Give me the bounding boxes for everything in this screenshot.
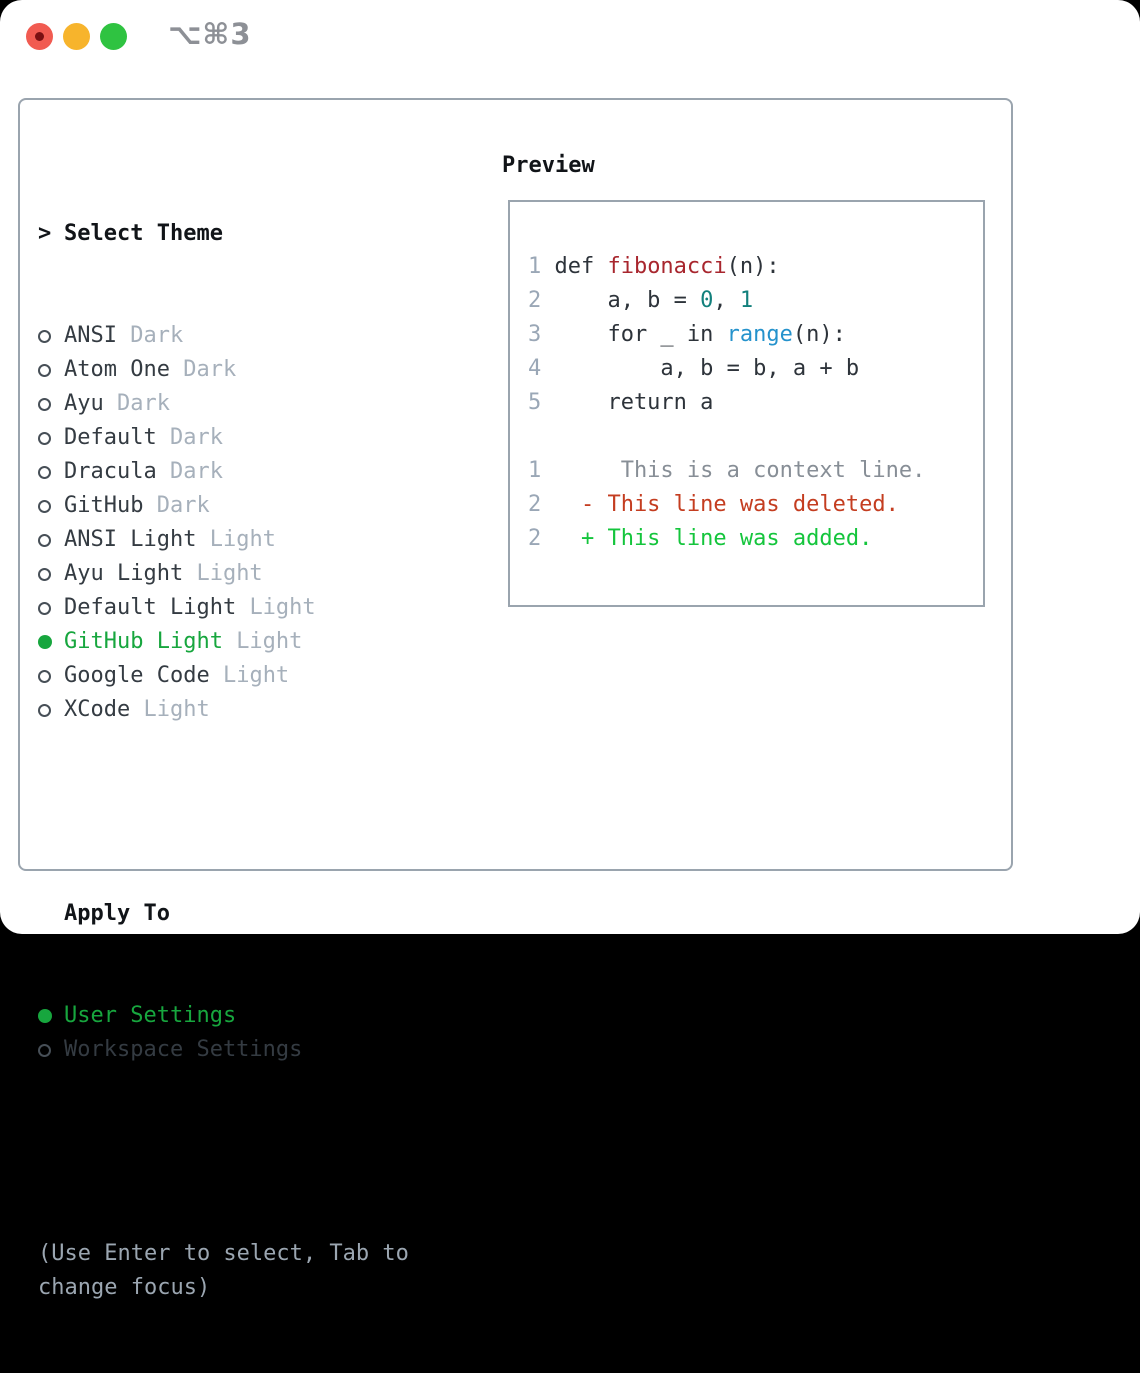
preview-line: 4 a, b = b, a + b <box>528 352 983 386</box>
theme-option-2[interactable]: Ayu Dark <box>38 387 468 421</box>
preview-line: 3 for _ in range(n): <box>528 318 983 352</box>
blank-line <box>528 420 983 454</box>
option-name: Ayu Light <box>64 557 196 591</box>
selection-cursor: > <box>38 217 64 251</box>
theme-options-list: ANSI Dark Atom One Dark Ayu Dark Default… <box>38 319 468 727</box>
option-name: GitHub Light <box>64 625 236 659</box>
theme-option-4[interactable]: Dracula Dark <box>38 455 468 489</box>
radio-icon <box>38 670 51 683</box>
close-button-icon[interactable] <box>26 23 53 50</box>
preview-line: 1 This is a context line. <box>528 454 983 488</box>
main-panel: > Select Theme ANSI Dark Atom One Dark A… <box>18 98 1013 871</box>
spacer <box>38 795 468 829</box>
radio-icon <box>38 635 52 649</box>
option-variant: Light <box>210 523 276 557</box>
option-name: XCode <box>64 693 143 727</box>
minimize-button-icon[interactable] <box>63 23 90 50</box>
option-name: Google Code <box>64 659 223 693</box>
line-number: 1 <box>528 454 541 488</box>
radio-icon <box>38 398 51 411</box>
option-variant: Dark <box>183 353 236 387</box>
apply-to-header: Apply To <box>38 897 468 931</box>
radio-icon <box>38 500 51 513</box>
theme-option-8[interactable]: Default Light Light <box>38 591 468 625</box>
apply-option-1[interactable]: Workspace Settings <box>38 1033 468 1067</box>
theme-option-11[interactable]: XCode Light <box>38 693 468 727</box>
theme-option-10[interactable]: Google Code Light <box>38 659 468 693</box>
option-variant: Light <box>236 625 302 659</box>
zoom-button-icon[interactable] <box>100 23 127 50</box>
radio-icon <box>38 364 51 377</box>
option-name: GitHub <box>64 489 157 523</box>
radio-icon <box>38 466 51 479</box>
option-name: Default <box>64 421 170 455</box>
line-number: 2 <box>528 284 541 318</box>
line-number: 2 <box>528 522 541 556</box>
traffic-lights <box>26 23 127 50</box>
option-variant: Dark <box>157 489 210 523</box>
preview-title: Preview <box>502 149 595 183</box>
line-number: 2 <box>528 488 541 522</box>
option-name: User Settings <box>64 999 236 1033</box>
theme-option-3[interactable]: Default Dark <box>38 421 468 455</box>
theme-picker: > Select Theme ANSI Dark Atom One Dark A… <box>38 149 468 1373</box>
theme-option-7[interactable]: Ayu Light Light <box>38 557 468 591</box>
radio-icon <box>38 534 51 547</box>
theme-option-9[interactable]: GitHub Light Light <box>38 625 468 659</box>
option-name: ANSI Light <box>64 523 210 557</box>
option-name: Ayu <box>64 387 117 421</box>
option-variant: Light <box>196 557 262 591</box>
option-name: ANSI <box>64 319 130 353</box>
option-variant: Light <box>249 591 315 625</box>
option-variant: Light <box>143 693 209 727</box>
radio-icon <box>38 1009 52 1023</box>
option-name: Default Light <box>64 591 249 625</box>
line-number: 1 <box>528 250 541 284</box>
radio-icon <box>38 568 51 581</box>
theme-option-6[interactable]: ANSI Light Light <box>38 523 468 557</box>
line-number: 5 <box>528 386 541 420</box>
preview-line: 2 - This line was deleted. <box>528 488 983 522</box>
radio-icon <box>38 432 51 445</box>
apply-option-0[interactable]: User Settings <box>38 999 468 1033</box>
theme-option-5[interactable]: GitHub Dark <box>38 489 468 523</box>
line-number: 3 <box>528 318 541 352</box>
apply-options-list: User Settings Workspace Settings <box>38 999 468 1067</box>
diff-preview: 1 This is a context line.2 - This line w… <box>528 454 983 556</box>
theme-picker-header: > Select Theme <box>38 217 468 251</box>
option-name: Dracula <box>64 455 170 489</box>
app-window: ⌥⌘3 > Select Theme ANSI Dark Atom One Da… <box>0 0 1140 934</box>
option-variant: Dark <box>170 455 223 489</box>
window-shortcut-label: ⌥⌘3 <box>168 17 252 51</box>
theme-picker-title: Select Theme <box>64 217 223 251</box>
option-variant: Light <box>223 659 289 693</box>
keyboard-hint: (Use Enter to select, Tab to change focu… <box>38 1237 468 1305</box>
apply-to-title: Apply To <box>64 897 170 931</box>
option-name: Atom One <box>64 353 183 387</box>
title-bar: ⌥⌘3 <box>0 0 1140 74</box>
radio-icon <box>38 704 51 717</box>
option-variant: Dark <box>130 319 183 353</box>
radio-icon <box>38 330 51 343</box>
option-variant: Dark <box>117 387 170 421</box>
line-number: 4 <box>528 352 541 386</box>
preview-line: 2 + This line was added. <box>528 522 983 556</box>
radio-icon <box>38 1044 51 1057</box>
option-variant: Dark <box>170 421 223 455</box>
theme-option-0[interactable]: ANSI Dark <box>38 319 468 353</box>
spacer <box>38 1135 468 1169</box>
radio-icon <box>38 602 51 615</box>
preview-line: 5 return a <box>528 386 983 420</box>
option-name: Workspace Settings <box>64 1033 302 1067</box>
theme-option-1[interactable]: Atom One Dark <box>38 353 468 387</box>
preview-line: 2 a, b = 0, 1 <box>528 284 983 318</box>
